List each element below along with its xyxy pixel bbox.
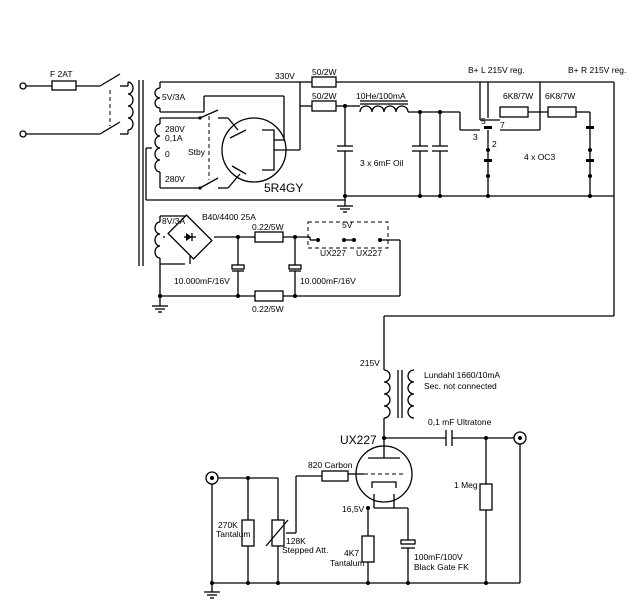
label-bridge: B40/4400 25A	[202, 212, 256, 222]
label-pin3: 3	[473, 132, 478, 142]
r-1meg	[479, 483, 493, 511]
label-att2: Stepped Att.	[282, 545, 328, 555]
r6k8-a	[499, 106, 529, 118]
label-pin7: 7	[500, 120, 505, 130]
standby-switch-top	[199, 109, 219, 119]
r50-a	[311, 76, 337, 88]
transformer-primary	[127, 81, 134, 131]
lundahl-primary	[383, 369, 391, 419]
label-lundahl1: Lundahl 1660/10mA	[424, 370, 500, 380]
oc3-1	[484, 126, 492, 129]
label-ck1: 100mF/100V	[414, 552, 463, 562]
label-r50b: 50/2W	[312, 91, 337, 101]
lundahl-secondary	[407, 369, 415, 419]
heater-5v-winding	[154, 87, 161, 109]
label-r270k-2: Tantalum	[216, 529, 251, 539]
r-820	[321, 470, 349, 482]
bridge-diode-symbol	[186, 233, 192, 241]
r022-a	[254, 231, 284, 243]
cap-10000-b	[288, 264, 302, 270]
mains-terminal-neutral	[19, 130, 27, 138]
label-r4k7-2: Tantalum	[330, 558, 365, 568]
label-r1meg: 1 Meg	[454, 480, 478, 490]
label-r6k8a: 6K8/7W	[503, 91, 533, 101]
label-oc3: 4 x OC3	[524, 152, 555, 162]
choke	[359, 105, 409, 113]
label-c10000b: 10.000mF/16V	[300, 276, 356, 286]
ux227-cathode	[371, 481, 397, 488]
label-tap280a: 280V	[165, 124, 185, 134]
secondaries	[145, 81, 345, 265]
oc3-2	[484, 159, 492, 162]
label-ux227a: UX227	[320, 248, 346, 258]
label-cout: 0,1 mF Ultratone	[428, 417, 492, 427]
label-v330: 330V	[275, 71, 295, 81]
label-fuse: F 2AT	[50, 69, 73, 79]
fuse	[51, 80, 77, 91]
label-heater8v: 8V/3A	[162, 216, 185, 226]
label-tap280b: 280V	[165, 174, 185, 184]
r022-b	[254, 290, 284, 302]
hv-winding	[154, 123, 161, 173]
cap-10000-a	[231, 264, 245, 270]
label-caps: 3 x 6mF Oil	[360, 158, 404, 168]
label-ck2: Black Gate FK	[414, 562, 469, 572]
cap-black-gate	[400, 539, 416, 545]
stepped-attenuator	[271, 519, 285, 547]
output-stage	[383, 196, 615, 583]
label-tube: UX227	[340, 433, 377, 447]
mains-switch-top	[99, 73, 121, 87]
label-c10000a: 10.000mF/16V	[174, 276, 230, 286]
heater-8v-winding	[154, 221, 161, 259]
standby-switches	[198, 109, 228, 190]
oc3-3	[586, 126, 594, 129]
label-bplus-r: B+ R 215V reg.	[568, 65, 626, 75]
standby-switch-bottom	[199, 177, 219, 189]
label-att1: 128K	[286, 536, 306, 546]
label-stby: Stby	[188, 147, 206, 157]
label-r270k-1: 270K	[218, 520, 238, 530]
r50-b	[311, 100, 337, 112]
amplifier-tube	[348, 438, 413, 509]
r6k8-b	[547, 106, 577, 118]
heater-box	[307, 221, 389, 249]
label-rect: 5R4GY	[264, 181, 303, 195]
label-r50a: 50/2W	[312, 67, 337, 77]
rectifier-tube	[200, 82, 301, 189]
label-heater5v: 5V/3A	[162, 92, 185, 102]
label-pin2: 2	[492, 139, 497, 149]
label-tap01a: 0,1A	[165, 133, 183, 143]
label-v215: 215V	[360, 358, 380, 368]
label-choke: 10He/100mA	[356, 91, 406, 101]
label-v5: 5V	[342, 220, 353, 230]
heater-supply	[152, 214, 401, 313]
label-bplus-l: B+ L 215V reg.	[468, 65, 525, 75]
label-r6k8b: 6K8/7W	[545, 91, 575, 101]
label-lundahl2: Sec. not connected	[424, 381, 497, 391]
label-r4k7-1: 4K7	[344, 548, 359, 558]
mains-switch-bottom	[99, 121, 121, 135]
mains-input	[19, 73, 144, 266]
label-pin5: 5	[481, 116, 486, 126]
bridge-rectifier	[167, 214, 213, 260]
labels: F 2AT 5V/3A 280V 0,1A 0 280V Stby 330V 5…	[50, 65, 626, 572]
label-r820: 820 Carbon	[308, 460, 353, 470]
label-tap0: 0	[165, 149, 170, 159]
label-ux227b: UX227	[356, 248, 382, 258]
label-v16: 16,5V	[342, 504, 365, 514]
junctions	[158, 104, 488, 585]
mains-terminal-live	[19, 82, 27, 90]
input-stage	[204, 470, 520, 599]
label-r022a: 0.22/5W	[252, 222, 284, 232]
rectifier-filament	[262, 129, 275, 171]
oc3-4	[586, 159, 594, 162]
regulator	[459, 82, 615, 198]
hv-filter	[300, 76, 614, 213]
label-r022b: 0.22/5W	[252, 304, 284, 314]
